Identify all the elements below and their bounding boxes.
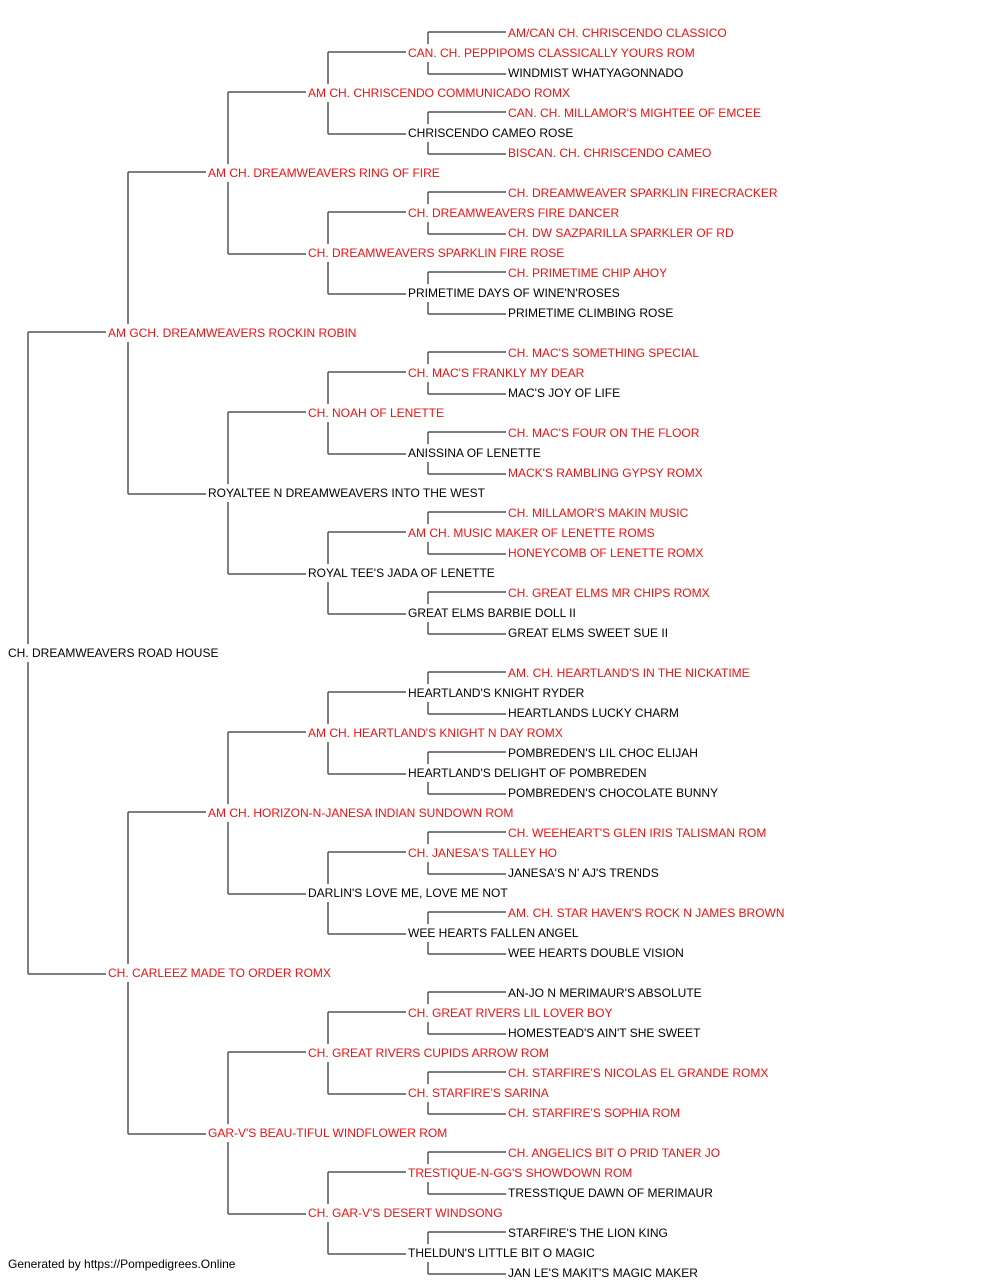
ancestor-name-gen-4: CAN. CH. PEPPIPOMS CLASSICALLY YOURS ROM bbox=[408, 46, 695, 60]
ancestor-name-gen-5: CH. DREAMWEAVER SPARKLIN FIRECRACKER bbox=[508, 186, 778, 200]
ancestor-name-gen-5: AM/CAN CH. CHRISCENDO CLASSICO bbox=[508, 26, 727, 40]
ancestor-name-gen-5: CH. DW SAZPARILLA SPARKLER OF RD bbox=[508, 226, 734, 240]
ancestor-name-gen-5: CH. STARFIRE'S NICOLAS EL GRANDE ROMX bbox=[508, 1066, 769, 1080]
ancestor-name-gen-4: WEE HEARTS FALLEN ANGEL bbox=[408, 926, 579, 940]
ancestor-name-gen-5: CH. STARFIRE'S SOPHIA ROM bbox=[508, 1106, 681, 1120]
ancestor-name-gen-5: AN-JO N MERIMAUR'S ABSOLUTE bbox=[508, 986, 702, 1000]
ancestor-name-gen-5: AM. CH. STAR HAVEN'S ROCK N JAMES BROWN bbox=[508, 906, 785, 920]
ancestor-name-gen-5: STARFIRE'S THE LION KING bbox=[508, 1226, 668, 1240]
ancestor-name-gen-5: CAN. CH. MILLAMOR'S MIGHTEE OF EMCEE bbox=[508, 106, 761, 120]
ancestor-name-gen-5: POMBREDEN'S LIL CHOC ELIJAH bbox=[508, 746, 698, 760]
ancestor-name-gen-4: ANISSINA OF LENETTE bbox=[408, 446, 541, 460]
ancestor-name-gen-3: CH. GREAT RIVERS CUPIDS ARROW ROM bbox=[308, 1046, 549, 1060]
ancestor-name-gen-3: CH. NOAH OF LENETTE bbox=[308, 406, 445, 420]
ancestor-name-gen-4: PRIMETIME DAYS OF WINE'N'ROSES bbox=[408, 286, 620, 300]
ancestor-name-gen-1: CH. CARLEEZ MADE TO ORDER ROMX bbox=[108, 966, 331, 980]
ancestor-name-gen-5: CH. PRIMETIME CHIP AHOY bbox=[508, 266, 668, 280]
ancestor-name-gen-4: GREAT ELMS BARBIE DOLL II bbox=[408, 606, 576, 620]
ancestor-name-gen-3: AM CH. CHRISCENDO COMMUNICADO ROMX bbox=[308, 86, 571, 100]
ancestor-name-gen-5: POMBREDEN'S CHOCOLATE BUNNY bbox=[508, 786, 719, 800]
ancestor-name-gen-5: HONEYCOMB OF LENETTE ROMX bbox=[508, 546, 704, 560]
ancestor-name-gen-3: ROYAL TEE'S JADA OF LENETTE bbox=[308, 566, 495, 580]
subject-dog-name: CH. DREAMWEAVERS ROAD HOUSE bbox=[8, 646, 219, 660]
ancestor-name-gen-5: JAN LE'S MAKIT'S MAGIC MAKER bbox=[508, 1266, 698, 1280]
ancestor-name-gen-1: AM GCH. DREAMWEAVERS ROCKIN ROBIN bbox=[108, 326, 357, 340]
ancestor-name-gen-2: AM CH. DREAMWEAVERS RING OF FIRE bbox=[208, 166, 440, 180]
ancestor-name-gen-2: ROYALTEE N DREAMWEAVERS INTO THE WEST bbox=[208, 486, 485, 500]
ancestor-name-gen-5: BISCAN. CH. CHRISCENDO CAMEO bbox=[508, 146, 712, 160]
ancestor-name-gen-3: CH. DREAMWEAVERS SPARKLIN FIRE ROSE bbox=[308, 246, 565, 260]
ancestor-name-gen-4: TRESTIQUE-N-GG'S SHOWDOWN ROM bbox=[408, 1166, 633, 1180]
ancestor-name-gen-2: AM CH. HORIZON-N-JANESA INDIAN SUNDOWN R… bbox=[208, 806, 514, 820]
ancestor-name-gen-5: CH. MILLAMOR'S MAKIN MUSIC bbox=[508, 506, 689, 520]
ancestor-name-gen-5: MAC'S JOY OF LIFE bbox=[508, 386, 621, 400]
footer-credit: Generated by https://Pompedigrees.Online bbox=[8, 1257, 236, 1271]
ancestor-name-gen-5: MACK'S RAMBLING GYPSY ROMX bbox=[508, 466, 703, 480]
ancestor-name-gen-5: WINDMIST WHATYAGONNADO bbox=[508, 66, 684, 80]
ancestor-name-gen-5: JANESA'S N' AJ'S TRENDS bbox=[508, 866, 659, 880]
ancestor-name-gen-4: HEARTLAND'S KNIGHT RYDER bbox=[408, 686, 585, 700]
ancestor-name-gen-3: AM CH. HEARTLAND'S KNIGHT N DAY ROMX bbox=[308, 726, 563, 740]
ancestor-name-gen-4: CH. MAC'S FRANKLY MY DEAR bbox=[408, 366, 585, 380]
ancestor-name-gen-5: PRIMETIME CLIMBING ROSE bbox=[508, 306, 674, 320]
ancestor-name-gen-5: CH. GREAT ELMS MR CHIPS ROMX bbox=[508, 586, 710, 600]
ancestor-name-gen-4: THELDUN'S LITTLE BIT O MAGIC bbox=[408, 1246, 595, 1260]
ancestor-name-gen-4: CH. GREAT RIVERS LIL LOVER BOY bbox=[408, 1006, 613, 1020]
ancestor-name-gen-5: AM. CH. HEARTLAND'S IN THE NICKATIME bbox=[508, 666, 750, 680]
ancestor-name-gen-5: WEE HEARTS DOUBLE VISION bbox=[508, 946, 684, 960]
ancestor-name-gen-5: CH. MAC'S FOUR ON THE FLOOR bbox=[508, 426, 700, 440]
ancestor-name-gen-5: CH. WEEHEART'S GLEN IRIS TALISMAN ROM bbox=[508, 826, 767, 840]
ancestor-name-gen-5: CH. MAC'S SOMETHING SPECIAL bbox=[508, 346, 699, 360]
ancestor-name-gen-4: CH. DREAMWEAVERS FIRE DANCER bbox=[408, 206, 620, 220]
ancestor-name-gen-5: CH. ANGELICS BIT O PRID TANER JO bbox=[508, 1146, 721, 1160]
ancestor-name-gen-5: TRESSTIQUE DAWN OF MERIMAUR bbox=[508, 1186, 713, 1200]
ancestor-name-gen-4: CH. JANESA'S TALLEY HO bbox=[408, 846, 558, 860]
ancestor-name-gen-4: CH. STARFIRE'S SARINA bbox=[408, 1086, 549, 1100]
ancestor-name-gen-4: CHRISCENDO CAMEO ROSE bbox=[408, 126, 574, 140]
ancestor-name-gen-4: AM CH. MUSIC MAKER OF LENETTE ROMS bbox=[408, 526, 655, 540]
ancestor-name-gen-5: HOMESTEAD'S AIN'T SHE SWEET bbox=[508, 1026, 701, 1040]
ancestor-name-gen-4: HEARTLAND'S DELIGHT OF POMBREDEN bbox=[408, 766, 647, 780]
ancestor-name-gen-5: HEARTLANDS LUCKY CHARM bbox=[508, 706, 679, 720]
ancestor-name-gen-3: CH. GAR-V'S DESERT WINDSONG bbox=[308, 1206, 503, 1220]
ancestor-name-gen-5: GREAT ELMS SWEET SUE II bbox=[508, 626, 669, 640]
ancestor-name-gen-3: DARLIN'S LOVE ME, LOVE ME NOT bbox=[308, 886, 508, 900]
ancestor-name-gen-2: GAR-V'S BEAU-TIFUL WINDFLOWER ROM bbox=[208, 1126, 448, 1140]
